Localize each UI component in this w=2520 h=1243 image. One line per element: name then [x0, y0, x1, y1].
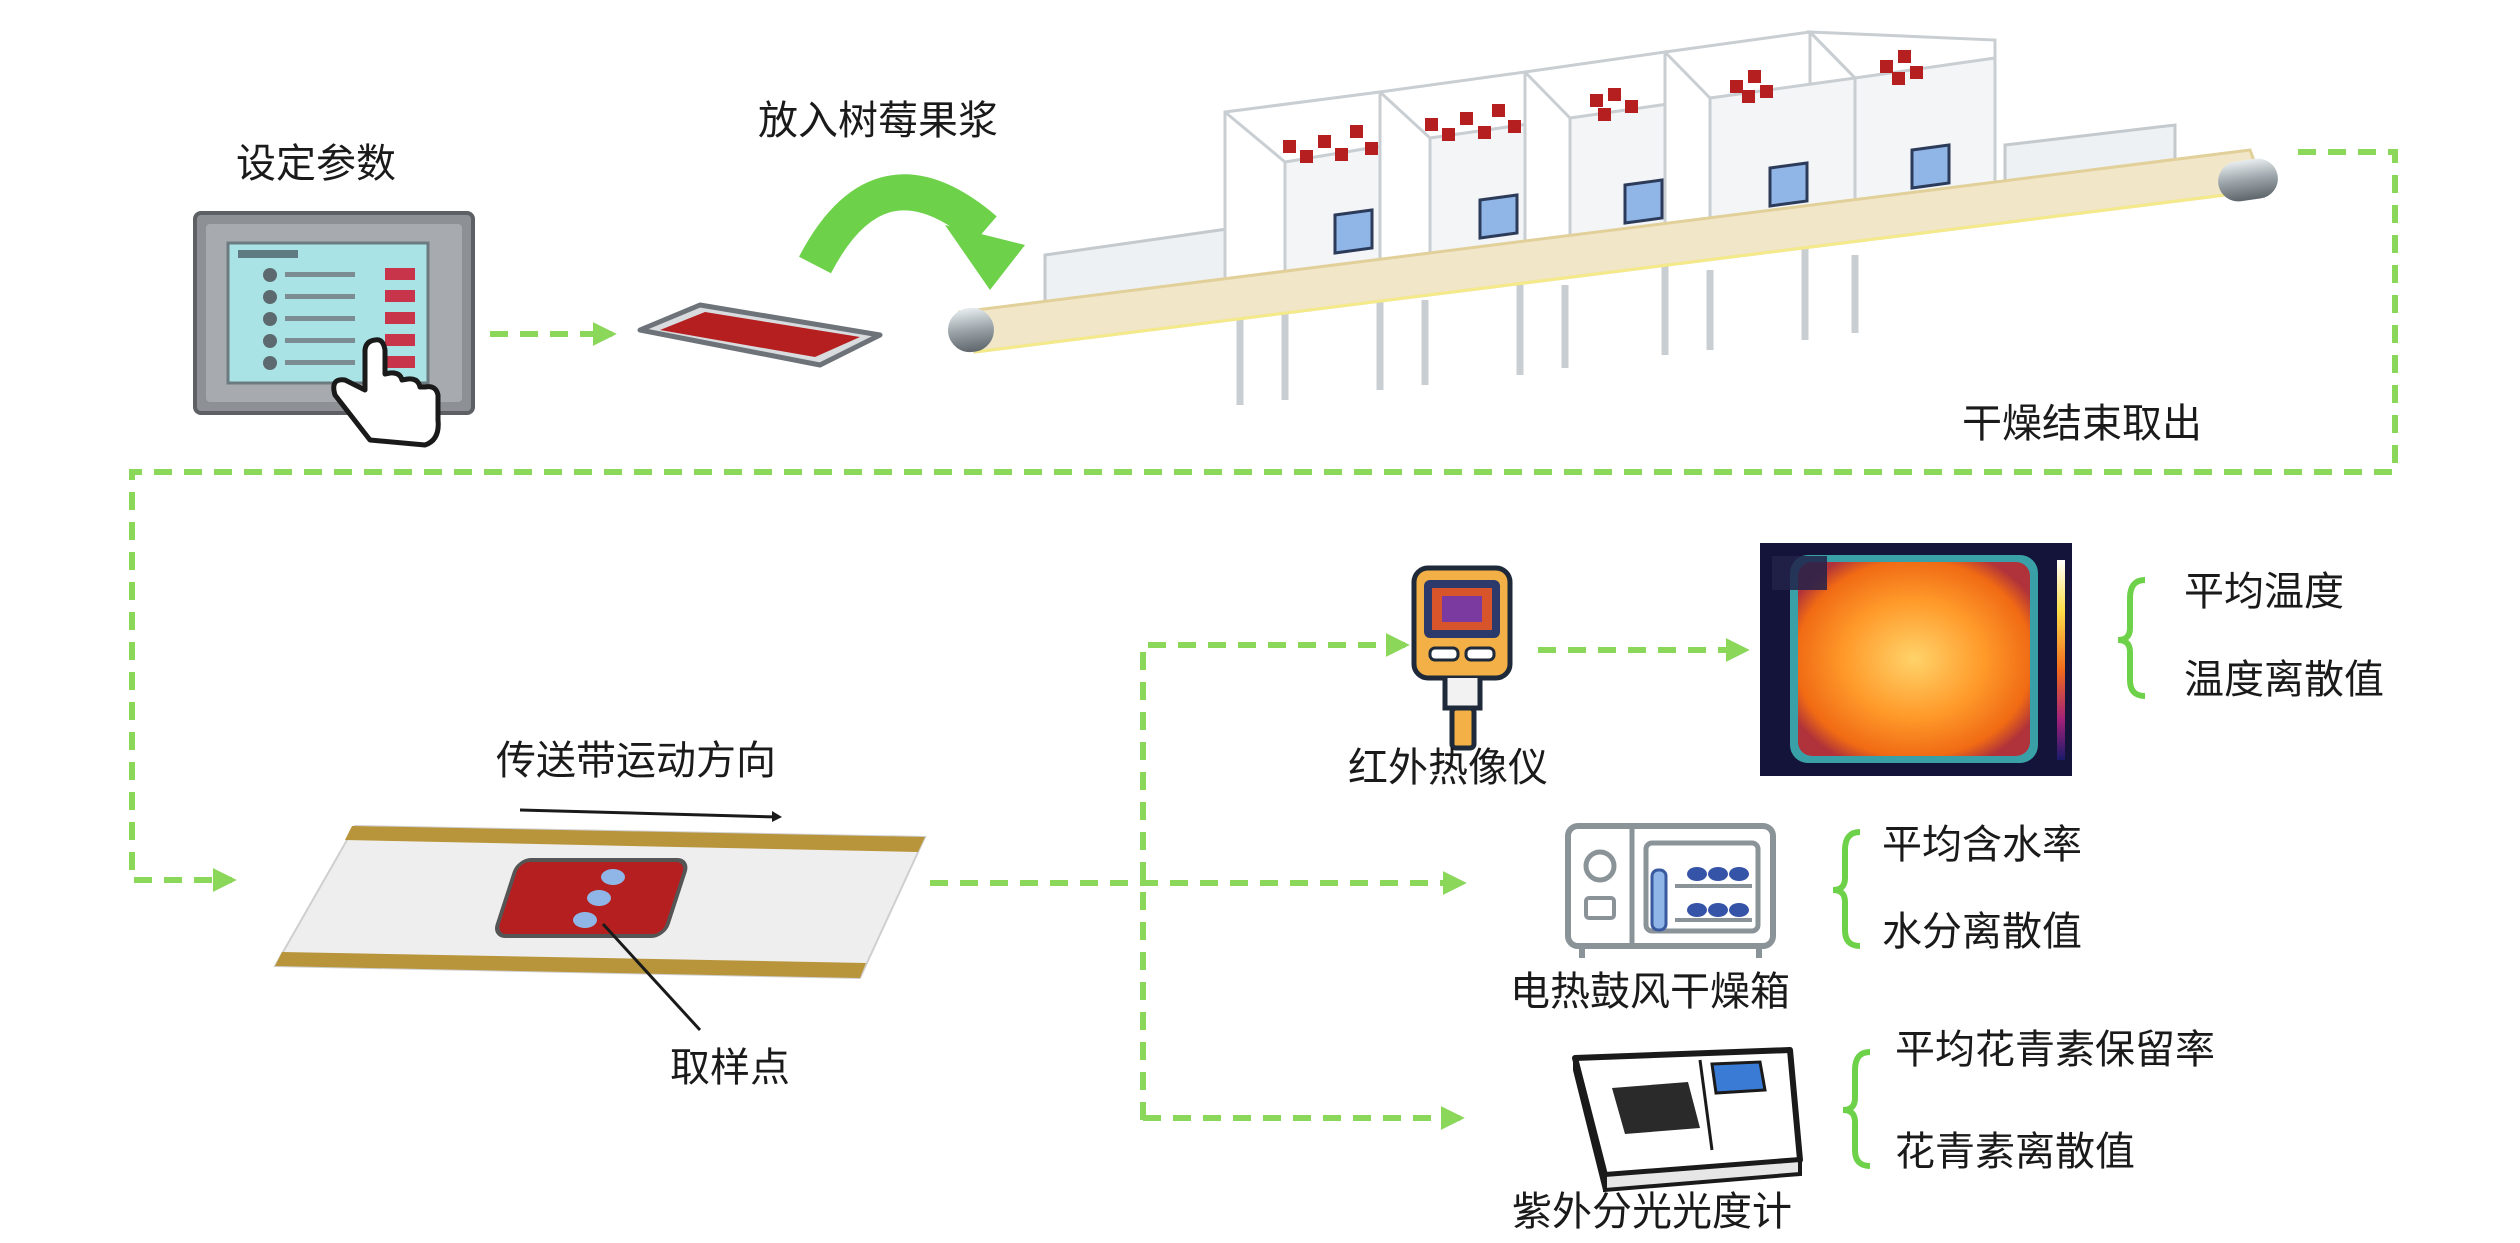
oven-label: 电热鼓风干燥箱	[1510, 969, 1790, 1015]
dryer-conveyor-illustration	[948, 30, 2278, 405]
puree-tray-illustration	[637, 302, 883, 368]
sampling-point-label: 取样点	[670, 1045, 790, 1091]
sampling-belt-illustration	[273, 808, 927, 1032]
dry-end-label: 干燥结束取出	[1962, 401, 2202, 447]
avg-moisture-label: 平均含水率	[1882, 822, 2082, 868]
avg-anthocyanin-retention-label: 平均花青素保留率	[1895, 1027, 2215, 1073]
set-params-label: 设定参数	[236, 141, 396, 187]
drying-oven-icon	[1565, 823, 1776, 958]
roller-right-icon	[2218, 158, 2278, 202]
moisture-dispersion-label: 水分离散值	[1882, 909, 2082, 955]
direction-arrow-icon	[519, 808, 779, 819]
temperature-dispersion-label: 温度离散值	[2184, 657, 2384, 703]
thermal-camera-label: 红外热像仪	[1348, 745, 1548, 791]
belt-direction-label: 传送带运动方向	[496, 738, 776, 784]
measure-brackets	[1832, 577, 2146, 1169]
spectrophotometer-label: 紫外分光光度计	[1512, 1189, 1792, 1235]
add-puree-label: 放入树莓果浆	[758, 98, 998, 144]
thermal-camera-icon	[1411, 565, 1513, 751]
avg-temperature-label: 平均温度	[2184, 569, 2344, 615]
thermal-image	[1760, 543, 2072, 776]
pointing-hand-icon	[331, 337, 441, 448]
control-panel-illustration	[193, 211, 475, 448]
curved-arrow-icon	[799, 174, 1025, 290]
roller-left-icon	[948, 307, 994, 353]
spectrophotometer-icon	[1572, 1047, 1803, 1193]
anthocyanin-dispersion-label: 花青素离散值	[1895, 1129, 2135, 1175]
